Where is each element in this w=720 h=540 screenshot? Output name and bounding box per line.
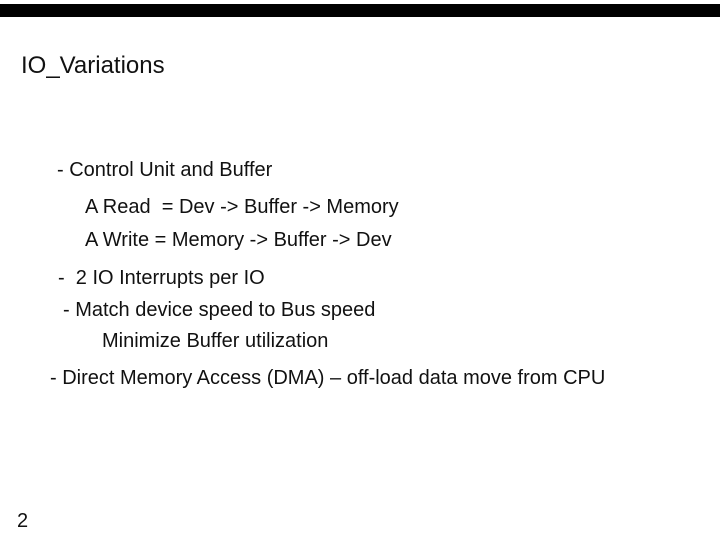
slide-title: IO_Variations [21, 52, 165, 79]
top-bar [0, 4, 720, 17]
bullet-dma: - Direct Memory Access (DMA) – off-load … [50, 367, 606, 389]
bullet-match-device-speed: - Match device speed to Bus speed [63, 299, 376, 321]
sub-line-read-path: A Read = Dev -> Buffer -> Memory [85, 196, 399, 218]
page-number: 2 [17, 510, 29, 532]
bullet-control-unit-and-buffer: - Control Unit and Buffer [57, 159, 273, 181]
sub-line-write-path: A Write = Memory -> Buffer -> Dev [85, 229, 392, 251]
bullet-io-interrupts: - 2 IO Interrupts per IO [58, 267, 265, 289]
sub-line-minimize-buffer: Minimize Buffer utilization [102, 330, 329, 352]
